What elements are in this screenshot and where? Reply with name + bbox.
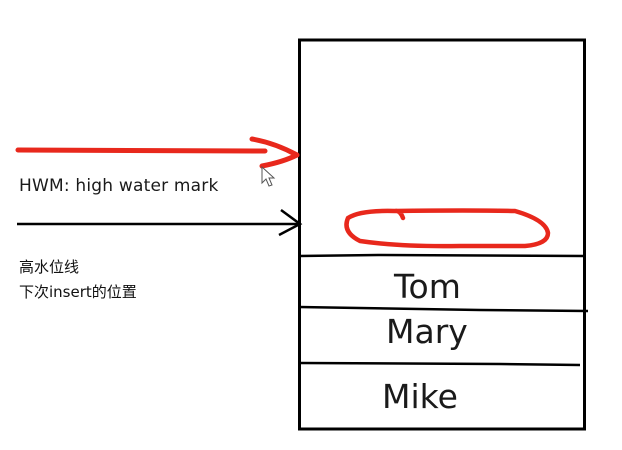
high-water-line-label: 高水位线 <box>19 258 80 276</box>
table-row-mary: Mary <box>386 312 468 351</box>
hwm-arrow-shaft <box>15 147 268 154</box>
table-row-mike: Mike <box>382 377 458 416</box>
row-divider-2 <box>298 305 589 313</box>
mouse-pointer-icon <box>261 165 276 187</box>
next-insert-position-label: 下次insert的位置 <box>19 283 137 301</box>
empty-slot-highlight <box>344 208 551 249</box>
table-row-tom: Tom <box>394 267 461 306</box>
row-divider-1 <box>298 253 586 258</box>
insert-arrow-head <box>278 208 303 237</box>
hwm-label: HWM: high water mark <box>19 176 219 196</box>
hwm-arrow-head <box>249 136 300 169</box>
row-divider-3 <box>298 361 581 367</box>
table-box <box>298 38 586 431</box>
